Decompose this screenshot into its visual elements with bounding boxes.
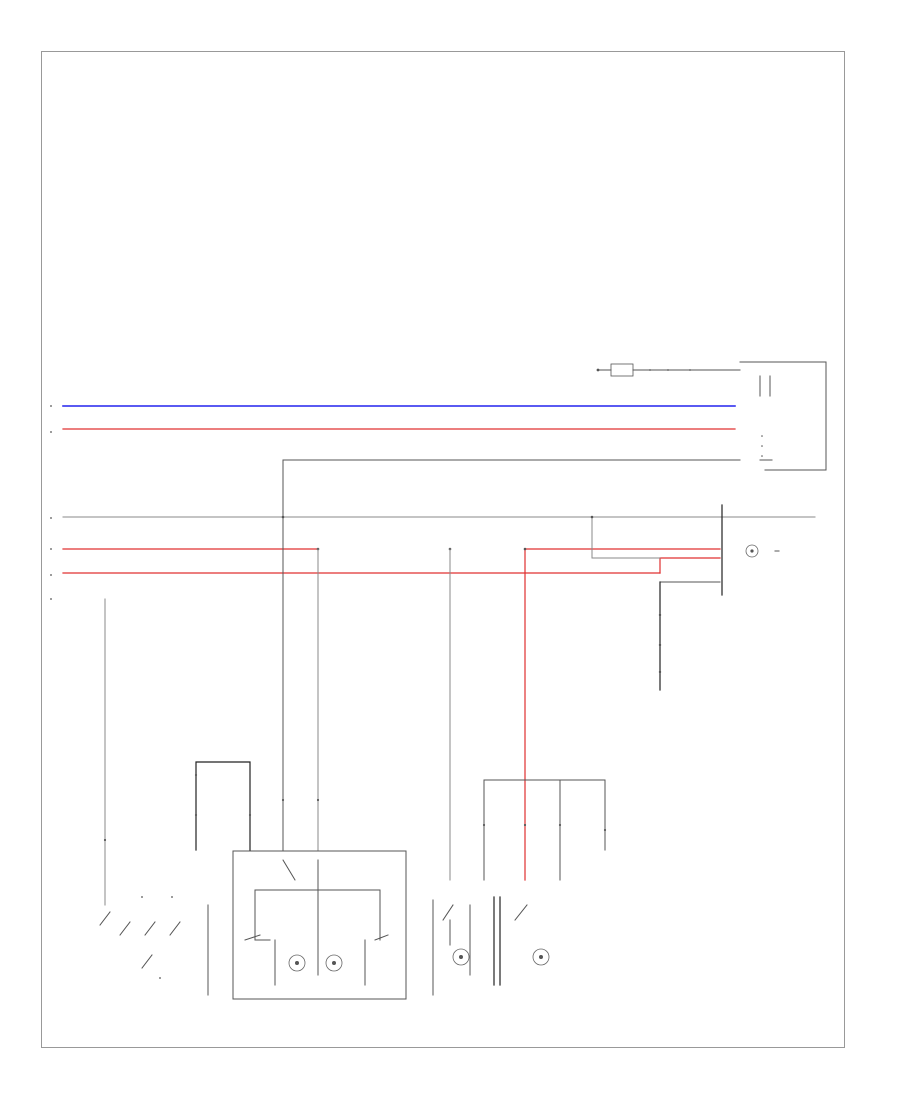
middle-switch bbox=[432, 899, 471, 996]
red-wire-lower-jog bbox=[659, 557, 721, 574]
panel-box bbox=[232, 850, 407, 1000]
terminal-marker bbox=[50, 517, 52, 519]
top-right-module bbox=[596, 361, 827, 471]
diagram-frame bbox=[41, 51, 845, 1048]
branch-loop-wire bbox=[483, 779, 606, 881]
front-panel-unit bbox=[194, 761, 407, 1000]
panel-loop-wire bbox=[195, 761, 251, 851]
fuse-box bbox=[610, 363, 634, 377]
feed-wire bbox=[282, 459, 741, 851]
terminal-marker bbox=[50, 548, 52, 550]
terminal-marker bbox=[50, 598, 52, 600]
terminal-marker bbox=[50, 431, 52, 433]
terminal-marker bbox=[50, 405, 52, 407]
module-outline bbox=[739, 361, 827, 471]
right-branch bbox=[482, 779, 607, 986]
left-switch-cluster bbox=[99, 838, 209, 996]
right-lamp-block bbox=[591, 504, 780, 691]
terminal-marker bbox=[50, 574, 52, 576]
left-terminal-markers bbox=[50, 405, 52, 600]
